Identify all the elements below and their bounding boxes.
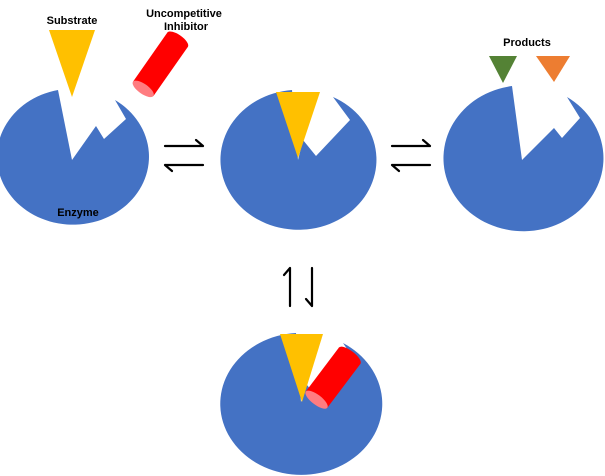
equilibrium-arrow-3: [282, 266, 314, 308]
enzyme-substrate-complex: [220, 90, 377, 230]
enzyme-label: Enzyme: [57, 207, 99, 219]
bound-inhibitor: [305, 346, 361, 409]
enzyme-after-reaction: [443, 86, 604, 232]
substrate-label: Substrate: [47, 15, 98, 27]
bound-substrate: [276, 92, 320, 158]
equilibrium-arrow-1: [163, 138, 205, 173]
inhibitor-label-line1: Uncompetitive: [146, 8, 222, 20]
substrate-wedge: [49, 30, 95, 97]
inhibitor-label-line2: Inhibitor: [164, 21, 209, 33]
bound-substrate-2: [280, 334, 323, 402]
product-2: [536, 56, 570, 82]
free-enzyme: [0, 90, 149, 225]
products-label: Products: [503, 37, 551, 49]
uncompetitive-inhibitor: [132, 31, 189, 98]
enzyme-substrate-inhibitor-complex: [220, 333, 383, 475]
product-1: [489, 56, 517, 83]
equilibrium-arrow-2: [390, 138, 432, 173]
